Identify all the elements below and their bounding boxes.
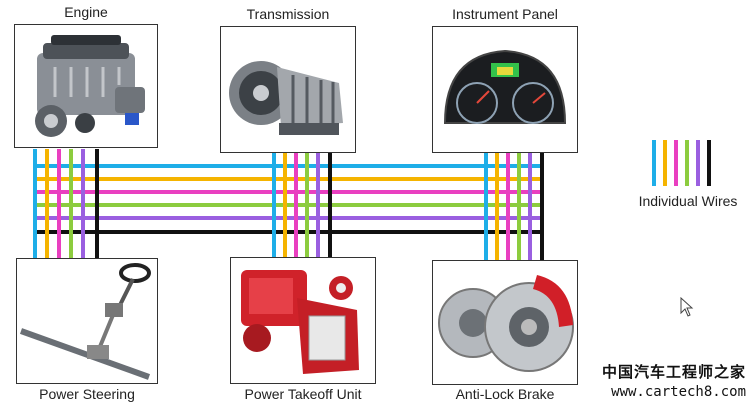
anti-lock-brake-label: Anti-Lock Brake <box>455 386 555 402</box>
power-takeoff-image <box>230 257 376 384</box>
watermark-text: 中国汽车工程师之家 <box>601 363 746 381</box>
power-steering-image <box>16 258 158 384</box>
watermark: 中国汽车工程师之家 www.cartech8.com <box>602 362 746 402</box>
engine-image <box>14 24 158 148</box>
instrument-panel-icon <box>443 49 567 124</box>
instrument-panel-label: Instrument Panel <box>452 6 558 22</box>
anti-lock-brake-image <box>432 260 578 385</box>
power-takeoff-icon <box>241 270 359 374</box>
engine-label: Engine <box>64 4 108 20</box>
engine-icon <box>35 35 145 137</box>
power-steering-label: Power Steering <box>39 386 135 402</box>
transmission-label: Transmission <box>246 6 330 22</box>
legend-label: Individual Wires <box>638 193 738 209</box>
instrument-panel-image <box>432 26 578 153</box>
wire-legend-swatches <box>652 140 711 186</box>
transmission-icon <box>229 61 343 135</box>
watermark-url: www.cartech8.com <box>611 384 746 400</box>
mouse-cursor-icon <box>680 297 694 317</box>
brake-icon <box>438 275 574 372</box>
power-takeoff-label: Power Takeoff Unit <box>244 386 362 402</box>
transmission-image <box>220 26 356 153</box>
power-steering-icon <box>19 263 151 380</box>
